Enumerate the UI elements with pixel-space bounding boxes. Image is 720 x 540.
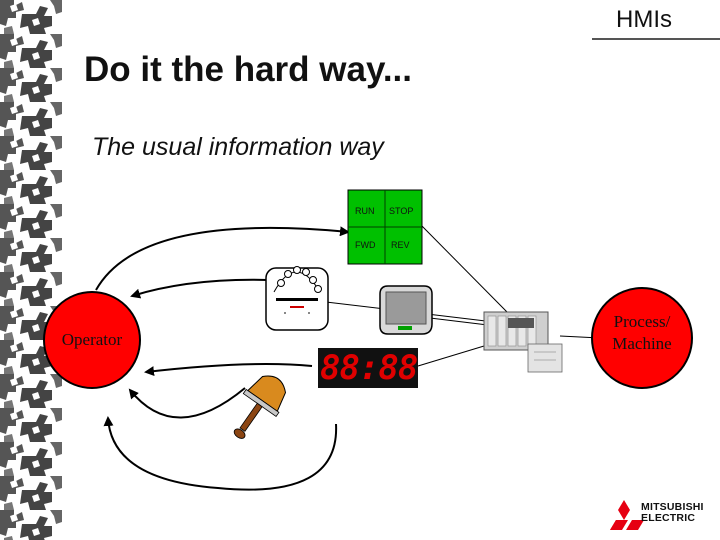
rev-button: REV bbox=[391, 240, 410, 250]
header-divider bbox=[592, 38, 720, 40]
process-label-line1: Process/ bbox=[613, 312, 671, 331]
brand-line2: ELECTRIC bbox=[641, 512, 696, 524]
section-label: HMIs bbox=[616, 6, 672, 33]
link-panel-plc bbox=[417, 221, 509, 314]
process-machine-node bbox=[591, 287, 693, 389]
operator-node bbox=[43, 291, 141, 389]
operator-label: Operator bbox=[61, 330, 123, 349]
arc-meter-arrow bbox=[130, 278, 269, 299]
arc-bottom-arrow bbox=[103, 416, 338, 491]
control-panel bbox=[347, 189, 423, 265]
analog-meter-icon bbox=[265, 266, 329, 331]
arc-top-arrow bbox=[95, 226, 350, 291]
seven-segment-display bbox=[318, 348, 418, 388]
three-diamonds-icon bbox=[610, 500, 644, 530]
seven-segment-value: 88:88 bbox=[320, 348, 418, 388]
bell-icon bbox=[233, 375, 287, 439]
stop-button: STOP bbox=[389, 206, 414, 216]
brand-name: MITSUBISHI ELECTRIC bbox=[641, 502, 704, 524]
arc-display-arrow bbox=[144, 363, 313, 377]
slide-title: Do it the hard way... bbox=[84, 50, 413, 89]
link-display-plc bbox=[417, 345, 485, 367]
touch-terminal-icon bbox=[379, 285, 433, 335]
arc-bell-arrow bbox=[128, 387, 246, 419]
process-label-line2: Machine bbox=[612, 334, 672, 353]
slide-subtitle: The usual information way bbox=[92, 133, 384, 161]
decorative-border bbox=[0, 0, 62, 540]
run-button: RUN bbox=[355, 206, 375, 216]
brand-line1: MITSUBISHI bbox=[641, 501, 704, 513]
plc-rack-icon bbox=[483, 311, 563, 373]
fwd-button: FWD bbox=[355, 240, 376, 250]
